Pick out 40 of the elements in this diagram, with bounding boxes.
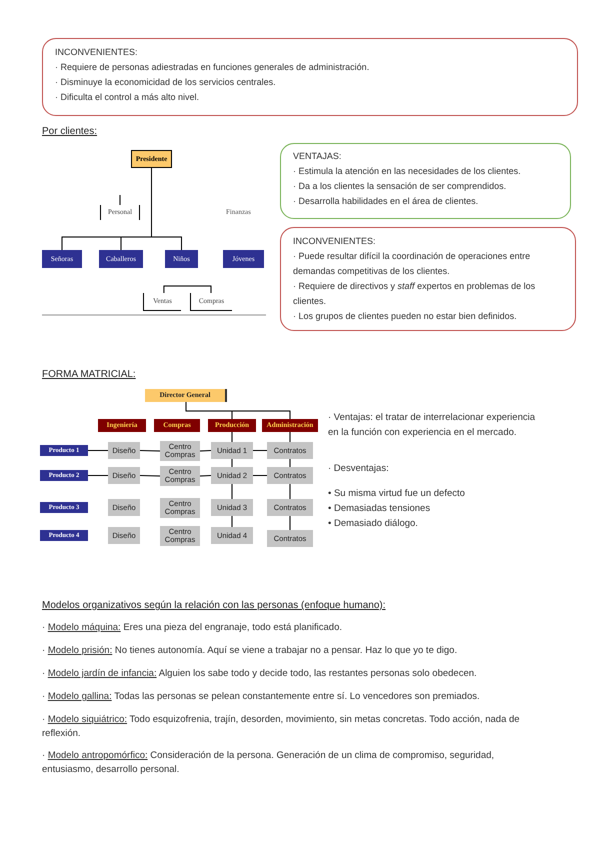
bullet-point: · Estimula la atención en las necesidades de los clientes. — [293, 165, 522, 178]
connector-line — [252, 475, 268, 476]
bullet-point: · Desarrolla habilidades en el área de clientes. — [293, 195, 480, 208]
section-heading: Por clientes: — [42, 125, 98, 139]
bullet-point: • Demasiadas tensiones — [328, 502, 430, 516]
bullet-point: • Su misma virtud fue un defecto — [328, 487, 465, 501]
model-paragraph: · Modelo antropomórfico: Consideración de la persona. Generación de un clima de compromiso, seguridad, entusiasmo, desarrollo personal. — [42, 749, 496, 777]
box-heading: VENTAJAS: — [293, 150, 342, 163]
bullet-point: · Disminuye la economicidad de los servicios centrales. — [55, 76, 277, 89]
note-box — [280, 143, 571, 219]
bullet-point: • Demasiado diálogo. — [328, 517, 418, 531]
bullet-point: · Los grupos de clientes pueden no estar bien definidos. — [293, 310, 518, 323]
note-text: · Desventajas: — [328, 462, 389, 476]
model-paragraph: · Modelo máquina: Eres una pieza del engranaje, todo está planificado. — [42, 621, 343, 635]
connector-line — [200, 475, 212, 476]
model-paragraph: · Modelo gallina: Todas las personas se pelean constantemente entre sí. Lo vencedores son premiados. — [42, 690, 481, 704]
model-paragraph: · Modelo prisión: No tienes autonomía. Aquí se viene a trabajar no a pensar. Haz lo que yo te digo. — [42, 644, 458, 658]
box-heading: INCONVENIENTES: — [293, 235, 377, 248]
connector-line — [140, 450, 160, 452]
model-paragraph: · Modelo siquiátrico: Todo esquizofrenia, trajín, desorden, movimiento, sin metas concretas. Todo acción, nada de reflexión. — [42, 713, 521, 741]
note-text: · Ventajas: el tratar de interrelacionar experiencia en la función con experiencia en el mercado. — [328, 411, 536, 440]
box-heading: INCONVENIENTES: — [55, 46, 139, 59]
connector-line — [200, 450, 212, 452]
bullet-point: · Dificulta el control a más alto nivel. — [55, 91, 200, 104]
connector-line — [252, 450, 268, 451]
model-paragraph: · Modelo jardín de infancia: Alguien los sabe todo y decide todo, las restantes personas solo obedecen. — [42, 667, 478, 681]
bullet-point: · Requiere de personas adiestradas en funciones generales de administración. — [55, 61, 370, 74]
bullet-point: · Puede resultar difícil la coordinación de operaciones entre demandas competitivas de los clientes. — [293, 250, 532, 278]
bullet-point: · Requiere de directivos y staff expertos en problemas de los clientes. — [293, 280, 536, 308]
connector-line — [151, 168, 182, 250]
connector-line — [163, 286, 212, 294]
section-heading: FORMA MATRICIAL: — [42, 368, 136, 382]
connector-line — [88, 475, 108, 476]
note-box — [42, 38, 578, 116]
connector-line — [88, 450, 108, 451]
connector-line — [140, 475, 160, 476]
note-box — [280, 227, 576, 331]
connector-line — [186, 402, 290, 420]
bullet-point: · Da a los clientes la sensación de ser comprendidos. — [293, 180, 508, 193]
section-heading: Modelos organizativos según la relación con las personas (enfoque humano): — [42, 599, 386, 613]
